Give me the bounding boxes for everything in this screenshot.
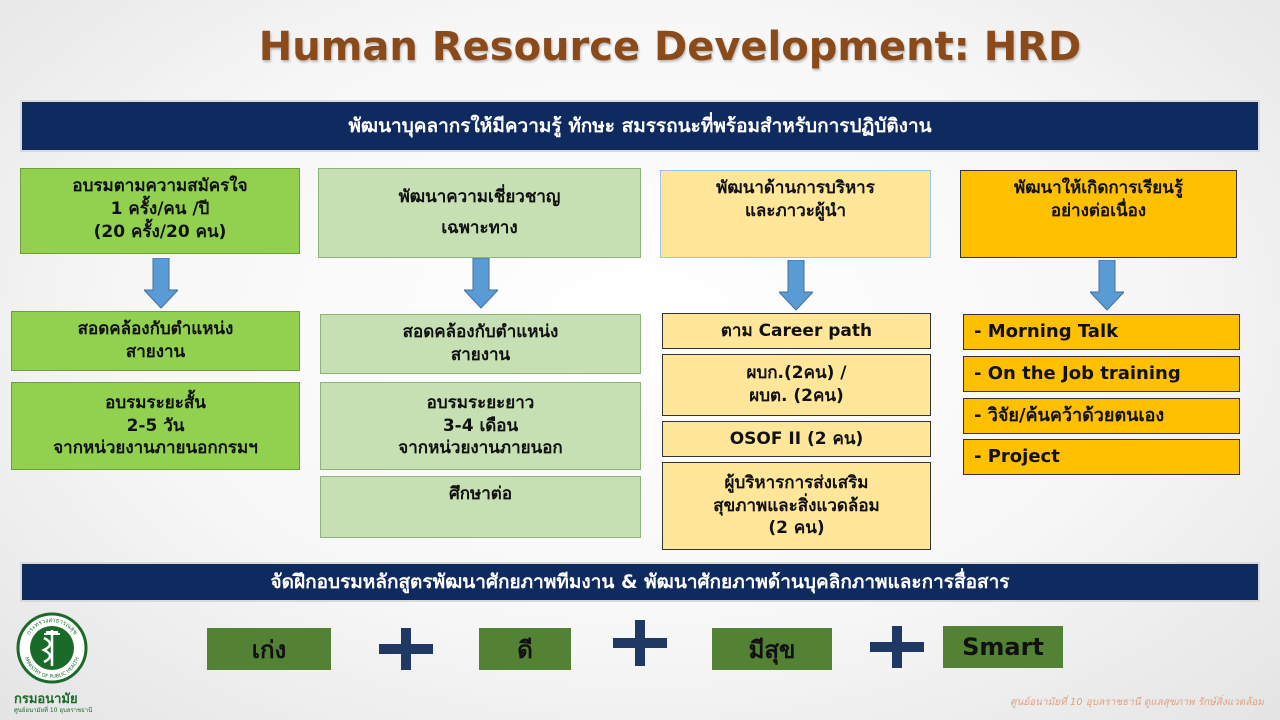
down-arrow-icon [144,258,178,309]
column-2-item-1-text: สอดคล้องกับตำแหน่ง สายงาน [402,322,559,365]
formula-term-1: เก่ง [207,628,331,670]
plus-icon [613,620,667,666]
down-arrow-icon [779,260,813,311]
page-title: Human Resource Development: HRD [258,24,1082,70]
plus-icon [379,628,433,670]
column-1-header-text: อบรมตามความสมัครใจ 1 ครั้ง/คน /ปี (20 คร… [72,176,248,242]
column-4-item-2: - On the Job training [963,356,1240,392]
formula-term-2: ดี [479,628,571,670]
column-4-item-3: - วิจัย/ค้นคว้าด้วยตนเอง [963,398,1240,434]
logo-name: กรมอนามัย [14,692,78,707]
down-arrow-icon [1090,260,1124,311]
column-4-header: พัฒนาให้เกิดการเรียนรู้ อย่างต่อเนื่อง [960,170,1237,258]
formula-term-3: มีสุข [712,628,832,670]
column-2-item-2-text: อบรมระยะยาว 3-4 เดือน จากหน่วยงานภายนอก [398,392,563,459]
column-3-item-2: ผบก.(2คน) / ผบต. (2คน) [662,354,931,416]
column-1-item-2-text: อบรมระยะสั้น 2-5 วัน จากหน่วยงานภายนอกกร… [53,392,258,459]
column-4-item-2-text: - On the Job training [974,362,1181,384]
plus-icon [870,626,924,668]
column-3-item-1: ตาม Career path [662,313,931,349]
department-of-health-logo-icon: กระทรวงสาธารณสุข MINISTRY OF PUBLIC HEAL… [16,612,88,684]
column-3-item-1-text: ตาม Career path [720,320,873,341]
column-2-header: พัฒนาความเชี่ยวชาญ เฉพาะทาง [318,168,641,258]
formula-term-3-text: มีสุข [748,635,796,664]
bottom-banner: จัดฝึกอบรมหลักสูตรพัฒนาศักยภาพทีมงาน & พ… [20,562,1260,602]
formula-term-4-text: Smart [962,633,1044,661]
column-4-item-1-text: - Morning Talk [974,320,1119,342]
column-2-item-3-text: ศึกษาต่อ [448,484,513,504]
column-3-item-4-text: ผู้บริหารการส่งเสริม สุขภาพและสิ่งแวดล้อ… [713,472,880,539]
column-3-header: พัฒนาด้านการบริหาร และภาวะผู้นำ [660,170,931,258]
column-4-item-4: - Project [963,439,1240,475]
column-2-item-3: ศึกษาต่อ [320,476,641,538]
top-banner: พัฒนาบุคลากรให้มีความรู้ ทักษะ สมรรถนะที… [20,100,1260,152]
bottom-banner-text: จัดฝึกอบรมหลักสูตรพัฒนาศักยภาพทีมงาน & พ… [270,571,1010,593]
column-2-header-text: พัฒนาความเชี่ยวชาญ เฉพาะทาง [398,187,561,238]
column-3-item-3-text: OSOF II (2 คน) [729,428,864,449]
column-3-item-3: OSOF II (2 คน) [662,421,931,457]
column-3-item-4: ผู้บริหารการส่งเสริม สุขภาพและสิ่งแวดล้อ… [662,462,931,550]
column-1-item-1: สอดคล้องกับตำแหน่ง สายงาน [11,311,300,371]
column-4-header-text: พัฒนาให้เกิดการเรียนรู้ อย่างต่อเนื่อง [1013,178,1183,221]
column-1-item-2: อบรมระยะสั้น 2-5 วัน จากหน่วยงานภายนอกกร… [11,382,300,470]
column-2-item-1: สอดคล้องกับตำแหน่ง สายงาน [320,314,641,374]
column-4-item-4-text: - Project [974,445,1060,467]
column-3-header-text: พัฒนาด้านการบริหาร และภาวะผู้นำ [716,178,875,221]
column-1-item-1-text: สอดคล้องกับตำแหน่ง สายงาน [77,319,234,362]
column-2-item-2: อบรมระยะยาว 3-4 เดือน จากหน่วยงานภายนอก [320,382,641,470]
column-1-header: อบรมตามความสมัครใจ 1 ครั้ง/คน /ปี (20 คร… [20,168,300,254]
column-3-item-2-text: ผบก.(2คน) / ผบต. (2คน) [746,363,847,406]
down-arrow-icon [464,258,498,309]
column-4-item-1: - Morning Talk [963,314,1240,350]
logo-subtitle: ศูนย์อนามัยที่ 10 อุบลราชธานี [14,707,93,714]
column-4-item-3-text: - วิจัย/ค้นคว้าด้วยตนเอง [974,404,1165,426]
formula-term-2-text: ดี [517,635,533,664]
formula-term-4: Smart [943,626,1063,668]
top-banner-text: พัฒนาบุคลากรให้มีความรู้ ทักษะ สมรรถนะที… [348,115,932,137]
formula-term-1-text: เก่ง [251,635,287,664]
footer-slogan: ศูนย์อนามัยที่ 10 อุบลราชธานี ดูแลสุขภาพ… [1010,697,1264,708]
